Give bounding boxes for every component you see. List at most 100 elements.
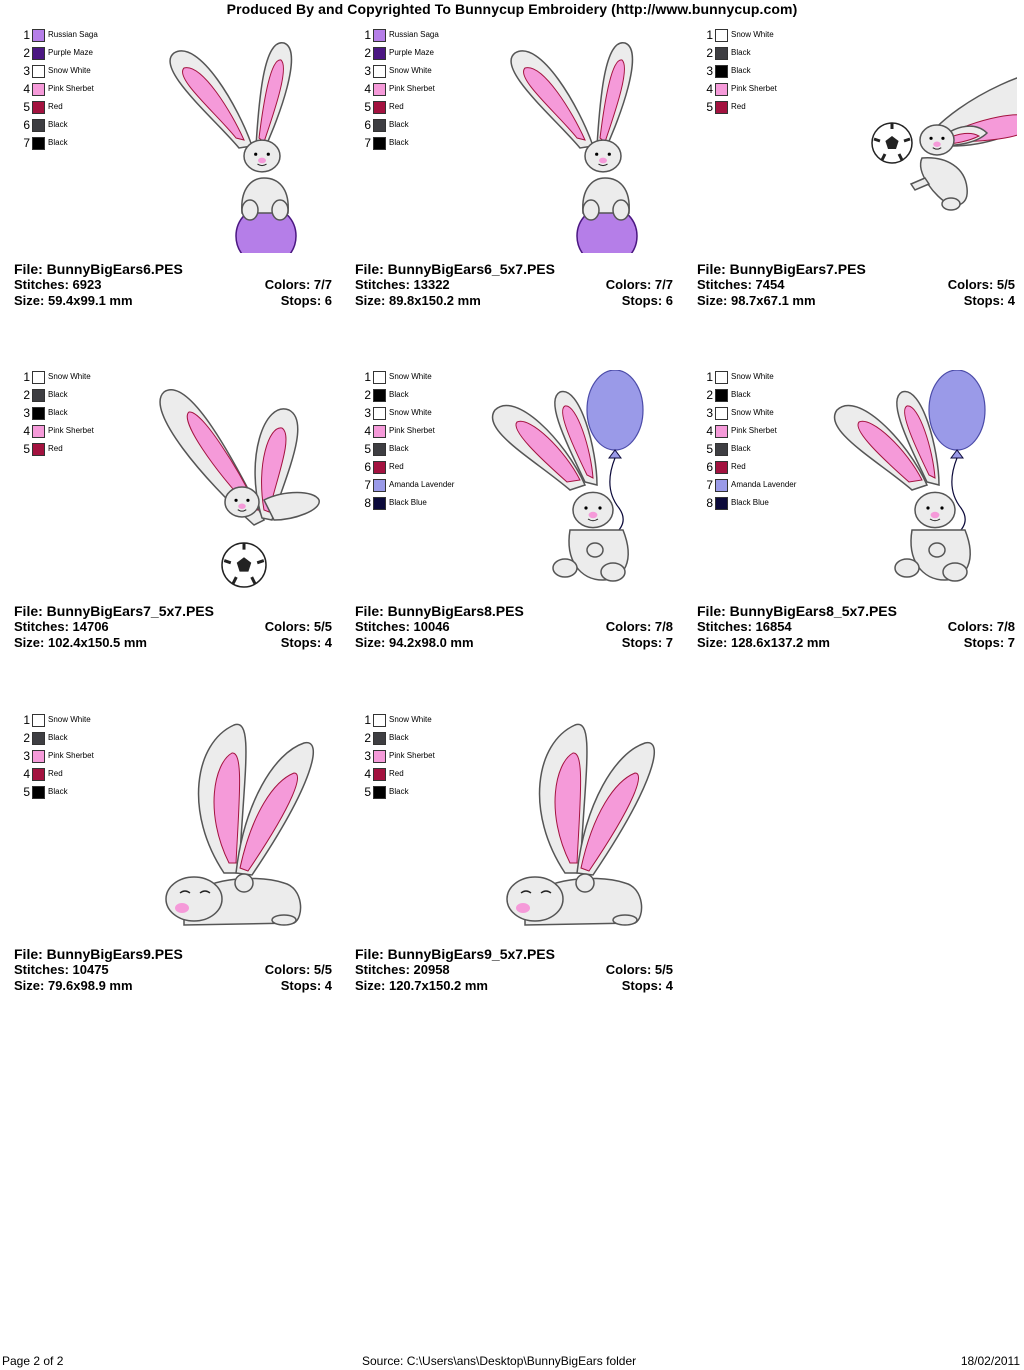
thread-swatch — [373, 137, 386, 150]
thread-swatch — [373, 479, 386, 492]
thread-swatch — [32, 407, 45, 420]
stop-count: Stops: 7 — [963, 635, 1015, 650]
thread-number: 4 — [364, 767, 371, 781]
thread-number: 5 — [706, 442, 713, 456]
thread-name: Black — [731, 444, 751, 453]
thread-palette: 1 Snow White 2 Black 3 Pink Sherbet 4 Re… — [20, 713, 140, 803]
thread-name: Pink Sherbet — [389, 426, 435, 435]
design-size: Size: 102.4x150.5 mm — [14, 635, 147, 650]
thread-name: Red — [48, 769, 63, 778]
print-date: 18/02/2011 — [960, 1354, 1020, 1368]
thread-color-row: 4 Pink Sherbet — [20, 82, 140, 100]
thread-color-row: 3 Snow White — [361, 406, 481, 424]
thread-color-row: 2 Black — [361, 731, 481, 749]
thread-number: 4 — [23, 767, 30, 781]
design-card: 1 Snow White 2 Black 3 Pink Sherbet 4 Re… — [14, 713, 334, 1013]
stop-count: Stops: 4 — [963, 293, 1015, 308]
thread-swatch — [373, 714, 386, 727]
design-card: 1 Snow White 2 Black 3 Black 4 Pink Sher… — [14, 370, 334, 670]
embroidery-design-preview — [159, 389, 320, 588]
thread-swatch — [715, 389, 728, 402]
stitch-count: Stitches: 20958 — [355, 962, 450, 977]
thread-name: Black — [731, 390, 751, 399]
file-name: File: BunnyBigEars9_5x7.PES — [355, 946, 555, 962]
thread-number: 4 — [23, 82, 30, 96]
thread-color-row: 4 Pink Sherbet — [361, 424, 481, 442]
thread-number: 4 — [23, 424, 30, 438]
stop-count: Stops: 7 — [621, 635, 673, 650]
thread-name: Black — [389, 138, 409, 147]
thread-number: 1 — [364, 28, 371, 42]
thread-name: Pink Sherbet — [731, 84, 777, 93]
thread-name: Black — [48, 138, 68, 147]
thread-name: Amanda Lavender — [731, 480, 797, 489]
color-count: Colors: 7/7 — [264, 277, 332, 292]
thread-name: Black — [389, 120, 409, 129]
thread-number: 2 — [23, 388, 30, 402]
thread-number: 4 — [706, 424, 713, 438]
thread-name: Red — [389, 462, 404, 471]
thread-name: Black Blue — [389, 498, 427, 507]
color-count: Colors: 5/5 — [947, 277, 1015, 292]
thread-color-row: 7 Black — [20, 136, 140, 154]
stitch-count: Stitches: 16854 — [697, 619, 792, 634]
thread-number: 8 — [364, 496, 371, 510]
design-info: File: BunnyBigEars8.PES Stitches: 10046 … — [355, 603, 673, 651]
thread-palette: 1 Snow White 2 Black 3 Black 4 Pink Sher… — [20, 370, 140, 460]
design-size: Size: 128.6x137.2 mm — [697, 635, 830, 650]
thread-number: 3 — [23, 64, 30, 78]
design-size: Size: 89.8x150.2 mm — [355, 293, 481, 308]
thread-swatch — [715, 29, 728, 42]
thread-name: Snow White — [731, 372, 774, 381]
thread-name: Black — [389, 444, 409, 453]
stitch-count: Stitches: 13322 — [355, 277, 450, 292]
thread-number: 3 — [23, 406, 30, 420]
thread-swatch — [715, 443, 728, 456]
thread-swatch — [32, 47, 45, 60]
thread-number: 4 — [364, 82, 371, 96]
thread-palette: 1 Snow White 2 Black 3 Pink Sherbet 4 Re… — [361, 713, 481, 803]
embroidery-design-preview — [510, 42, 638, 253]
thread-swatch — [715, 47, 728, 60]
thread-color-row: 1 Snow White — [20, 713, 140, 731]
thread-number: 2 — [364, 46, 371, 60]
thread-number: 6 — [23, 118, 30, 132]
thread-color-row: 3 Black — [703, 64, 823, 82]
thread-swatch — [373, 119, 386, 132]
thread-color-row: 1 Snow White — [703, 370, 823, 388]
stop-count: Stops: 4 — [621, 978, 673, 993]
thread-color-row: 8 Black Blue — [361, 496, 481, 514]
stitch-count: Stitches: 6923 — [14, 277, 102, 292]
embroidery-design-preview — [833, 370, 986, 582]
thread-swatch — [715, 479, 728, 492]
thread-swatch — [715, 461, 728, 474]
thread-swatch — [373, 65, 386, 78]
thread-swatch — [373, 29, 386, 42]
design-card: 1 Russian Saga 2 Purple Maze 3 Snow Whit… — [14, 28, 334, 328]
thread-number: 3 — [364, 406, 371, 420]
thread-swatch — [32, 101, 45, 114]
design-info: File: BunnyBigEars7.PES Stitches: 7454 C… — [697, 261, 1015, 309]
thread-color-row: 4 Pink Sherbet — [361, 82, 481, 100]
thread-name: Snow White — [731, 30, 774, 39]
file-name: File: BunnyBigEars9.PES — [14, 946, 183, 962]
thread-number: 5 — [23, 100, 30, 114]
page-number: Page 2 of 2 — [2, 1354, 64, 1368]
thread-color-row: 7 Black — [361, 136, 481, 154]
stitch-count: Stitches: 14706 — [14, 619, 109, 634]
design-card: 1 Russian Saga 2 Purple Maze 3 Snow Whit… — [355, 28, 675, 328]
thread-palette: 1 Russian Saga 2 Purple Maze 3 Snow Whit… — [361, 28, 481, 154]
thread-swatch — [32, 29, 45, 42]
thread-swatch — [373, 425, 386, 438]
thread-name: Snow White — [389, 408, 432, 417]
thread-color-row: 3 Snow White — [703, 406, 823, 424]
design-card: 1 Snow White 2 Black 3 Pink Sherbet 4 Re… — [355, 713, 675, 1013]
stitch-count: Stitches: 10475 — [14, 962, 109, 977]
thread-swatch — [373, 497, 386, 510]
thread-swatch — [373, 407, 386, 420]
thread-number: 5 — [706, 100, 713, 114]
thread-swatch — [715, 407, 728, 420]
design-card: 1 Snow White 2 Black 3 Snow White 4 Pink… — [697, 370, 1017, 670]
thread-name: Snow White — [48, 715, 91, 724]
thread-color-row: 1 Snow White — [703, 28, 823, 46]
